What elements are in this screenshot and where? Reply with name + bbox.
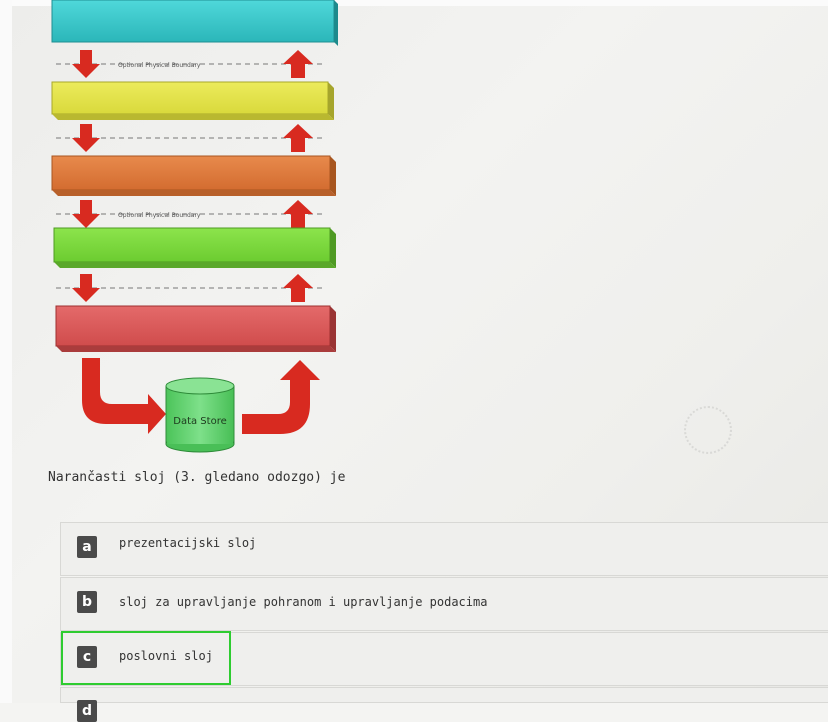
loading-indicator-icon	[684, 406, 732, 454]
answer-option-b[interactable]: b sloj za upravljanje pohranom i upravlj…	[60, 577, 828, 631]
curved-arrow-down-icon	[82, 358, 166, 434]
answer-option-d[interactable]: d	[60, 687, 828, 722]
option-text: sloj za upravljanje pohranom i upravljan…	[119, 595, 488, 609]
screen-edge-top	[0, 0, 828, 6]
arrow-up-icon	[283, 50, 313, 78]
option-letter-badge: d	[77, 700, 97, 722]
option-letter-badge: b	[77, 591, 97, 613]
answer-option-a[interactable]: a prezentacijski sloj	[60, 522, 828, 576]
arrow-up-icon	[283, 124, 313, 152]
option-text: prezentacijski sloj	[119, 536, 257, 550]
arrow-down-icon	[72, 274, 100, 302]
option-letter-badge: a	[77, 536, 97, 558]
layer-green	[53, 227, 336, 268]
data-store-label: Data Store	[173, 416, 227, 427]
arrow-up-icon	[283, 200, 313, 228]
arrow-down-icon	[72, 50, 100, 78]
arrow-up-icon	[283, 274, 313, 302]
answer-option-c[interactable]: c poslovni sloj	[60, 632, 828, 686]
layer-cyan	[51, 0, 338, 46]
option-letter-badge: c	[77, 646, 97, 668]
boundary-label: Optional Physical Boundary	[118, 62, 201, 69]
layer-orange	[51, 155, 336, 196]
question-text: Narančasti sloj (3. gledano odozgo) je	[48, 470, 346, 485]
data-store-cylinder: Data Store	[165, 377, 235, 453]
architecture-diagram: Optional Physical Boundary Optional Phys…	[51, 0, 338, 453]
curved-arrow-up-icon	[242, 360, 320, 434]
layer-red	[55, 305, 336, 352]
layer-yellow	[51, 81, 334, 120]
boundary-label: Optional Physical Boundary	[118, 212, 201, 219]
option-text: poslovni sloj	[119, 649, 213, 663]
arrow-down-icon	[72, 200, 100, 228]
arrow-down-icon	[72, 124, 100, 152]
screen-edge-left	[0, 0, 12, 703]
